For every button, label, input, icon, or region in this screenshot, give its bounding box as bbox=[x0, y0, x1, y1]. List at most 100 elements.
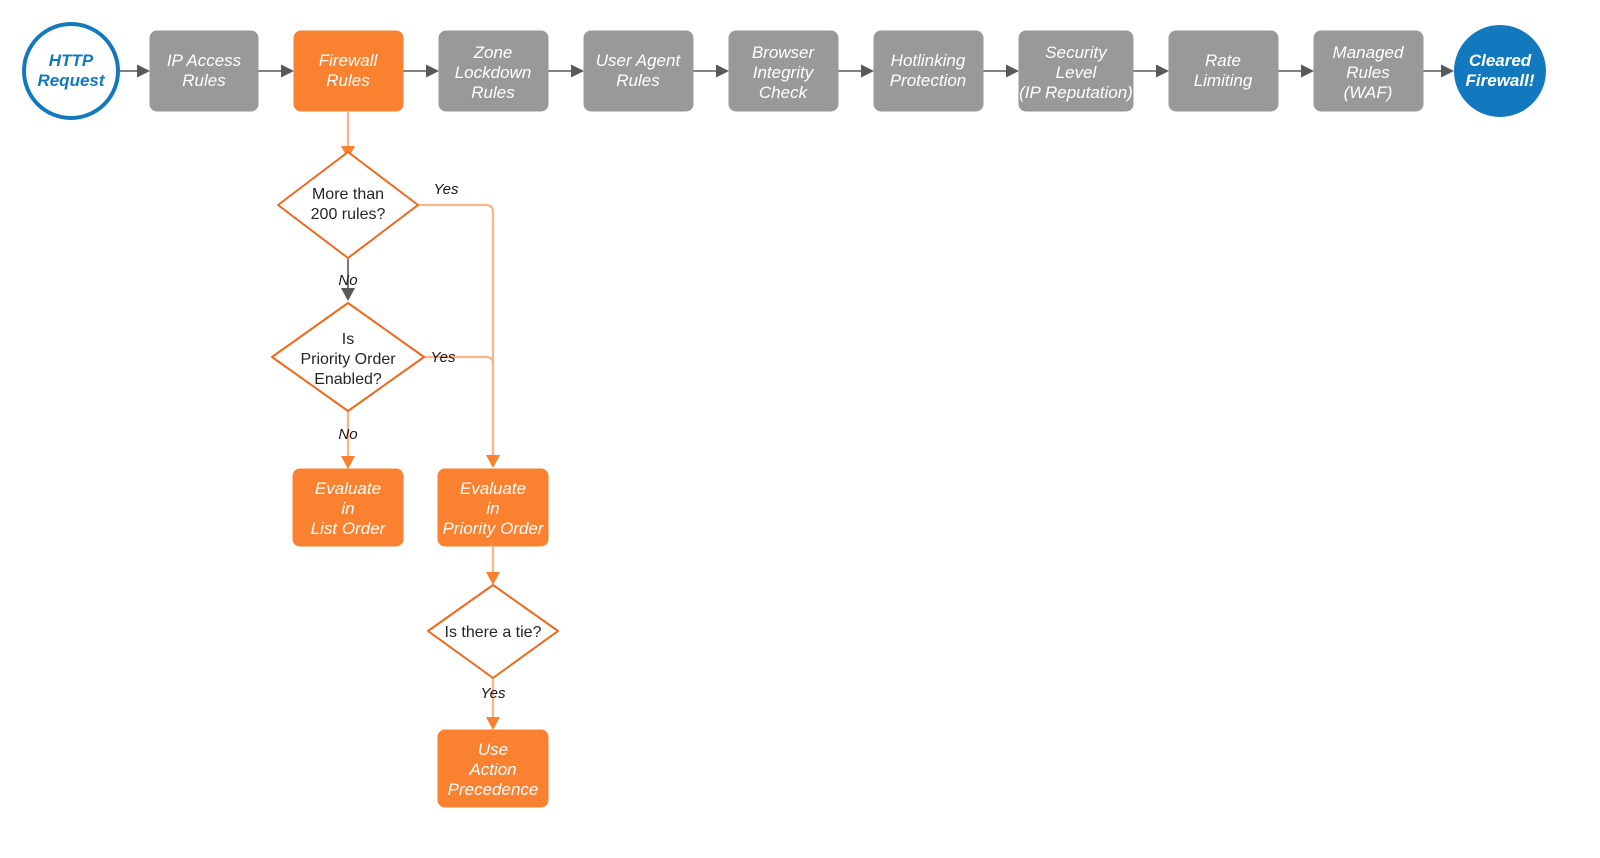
node-security-level[interactable]: Security Level (IP Reputation) bbox=[1018, 30, 1134, 112]
node-browser-integrity-check[interactable]: Browser Integrity Check bbox=[728, 30, 839, 112]
use-action-precedence-label-line3: Precedence bbox=[448, 780, 539, 799]
firewall-rules-box bbox=[293, 30, 404, 112]
edge-label-tie-yes: Yes bbox=[480, 685, 506, 702]
managed-rules-waf-label-line3: (WAF) bbox=[1344, 83, 1393, 102]
more-than-200-rules-label-line2: 200 rules? bbox=[311, 206, 386, 223]
connector-tie-yes bbox=[486, 678, 500, 730]
http-request-circle bbox=[22, 22, 120, 120]
node-evaluate-in-list-order[interactable]: Evaluate in List Order bbox=[292, 468, 404, 547]
node-evaluate-in-priority-order[interactable]: Evaluate in Priority Order bbox=[437, 468, 549, 547]
hotlinking-protection-label-line1: Hotlinking bbox=[891, 51, 966, 70]
node-decision-more-than-200-rules[interactable]: More than 200 rules? bbox=[277, 151, 419, 259]
evaluate-in-list-order-label-line3: List Order bbox=[311, 519, 387, 538]
hotlinking-protection-box bbox=[873, 30, 984, 112]
evaluate-in-list-order-box bbox=[292, 468, 404, 547]
node-zone-lockdown-rules[interactable]: Zone Lockdown Rules bbox=[438, 30, 549, 112]
rate-limiting-label-line2: Limiting bbox=[1194, 71, 1253, 90]
pipeline-connectors bbox=[120, 64, 1454, 78]
node-decision-is-there-a-tie[interactable]: Is there a tie? bbox=[427, 584, 559, 679]
edge-label-more-than-200-yes: Yes bbox=[433, 181, 459, 198]
connector-firewall-to-zone-lockdown bbox=[403, 64, 439, 78]
http-request-label-line1: HTTP bbox=[49, 51, 94, 70]
edge-label-priority-order-yes: Yes bbox=[430, 349, 456, 366]
node-managed-rules-waf[interactable]: Managed Rules (WAF) bbox=[1313, 30, 1424, 112]
node-hotlinking-protection[interactable]: Hotlinking Protection bbox=[873, 30, 984, 112]
evaluate-in-priority-order-label-line3: Priority Order bbox=[442, 519, 544, 538]
managed-rules-waf-label-line2: Rules bbox=[1346, 63, 1390, 82]
node-http-request[interactable]: HTTP Request bbox=[22, 22, 120, 120]
zone-lockdown-rules-label-line2: Lockdown bbox=[455, 63, 532, 82]
http-request-label-line2: Request bbox=[37, 71, 105, 90]
zone-lockdown-rules-label-line3: Rules bbox=[471, 83, 515, 102]
connector-security-level-to-rate-limiting bbox=[1133, 64, 1169, 78]
edge-labels: Yes No Yes No Yes bbox=[338, 181, 506, 702]
managed-rules-waf-label-line1: Managed bbox=[1333, 43, 1404, 62]
rate-limiting-label-line1: Rate bbox=[1205, 51, 1241, 70]
browser-integrity-check-label-line3: Check bbox=[759, 83, 809, 102]
node-user-agent-rules[interactable]: User Agent Rules bbox=[583, 30, 694, 112]
managed-rules-waf-box bbox=[1313, 30, 1424, 112]
firewall-rules-label-line2: Rules bbox=[326, 71, 370, 90]
connector-hotlinking-to-security-level bbox=[983, 64, 1019, 78]
rate-limiting-box bbox=[1168, 30, 1279, 112]
user-agent-rules-box bbox=[583, 30, 694, 112]
security-level-label-line1: Security bbox=[1045, 43, 1108, 62]
zone-lockdown-rules-label-line1: Zone bbox=[473, 43, 513, 62]
browser-integrity-check-label-line2: Integrity bbox=[753, 63, 815, 82]
cleared-firewall-label-line1: Cleared bbox=[1469, 51, 1532, 70]
connector-priority-order-to-tie bbox=[486, 547, 500, 585]
user-agent-rules-label-line1: User Agent bbox=[596, 51, 682, 70]
browser-integrity-check-label-line1: Browser bbox=[752, 43, 816, 62]
ip-access-rules-label-line2: Rules bbox=[182, 71, 226, 90]
evaluate-in-list-order-label-line1: Evaluate bbox=[315, 479, 381, 498]
security-level-label-line3: (IP Reputation) bbox=[1019, 83, 1133, 102]
use-action-precedence-label-line2: Action bbox=[468, 760, 516, 779]
evaluate-in-priority-order-label-line1: Evaluate bbox=[460, 479, 526, 498]
zone-lockdown-rules-box bbox=[438, 30, 549, 112]
security-level-box bbox=[1018, 30, 1134, 112]
is-there-a-tie-diamond bbox=[427, 584, 559, 679]
use-action-precedence-box bbox=[437, 729, 549, 808]
browser-integrity-check-box bbox=[728, 30, 839, 112]
connector-ip-access-to-firewall bbox=[258, 64, 294, 78]
ip-access-rules-box bbox=[149, 30, 259, 112]
node-decision-is-priority-order-enabled[interactable]: Is Priority Order Enabled? bbox=[271, 302, 425, 412]
connector-more-than-200-no bbox=[341, 259, 355, 301]
evaluate-in-priority-order-box bbox=[437, 468, 549, 547]
is-priority-order-enabled-label-line1: Is bbox=[342, 331, 354, 348]
connector-priority-order-enabled-yes bbox=[424, 355, 495, 455]
is-priority-order-enabled-diamond bbox=[271, 302, 425, 412]
is-priority-order-enabled-label-line3: Enabled? bbox=[314, 371, 382, 388]
is-there-a-tie-label-line1: Is there a tie? bbox=[445, 624, 542, 641]
more-than-200-rules-label-line1: More than bbox=[312, 186, 384, 203]
connector-user-agent-to-browser-integrity bbox=[693, 64, 729, 78]
connector-rate-limiting-to-managed-rules bbox=[1278, 64, 1314, 78]
node-use-action-precedence[interactable]: Use Action Precedence bbox=[437, 729, 549, 808]
decision-connectors bbox=[341, 112, 500, 730]
node-rate-limiting[interactable]: Rate Limiting bbox=[1168, 30, 1279, 112]
edge-label-more-than-200-no: No bbox=[338, 272, 357, 289]
cleared-firewall-circle bbox=[1454, 25, 1546, 117]
ip-access-rules-label-line1: IP Access bbox=[167, 51, 242, 70]
edge-label-priority-order-no: No bbox=[338, 426, 357, 443]
security-level-label-line2: Level bbox=[1056, 63, 1098, 82]
connector-managed-rules-to-end bbox=[1423, 64, 1454, 78]
cleared-firewall-label-line2: Firewall! bbox=[1466, 71, 1535, 90]
connector-priority-order-enabled-no bbox=[341, 411, 355, 469]
node-firewall-rules[interactable]: Firewall Rules bbox=[293, 30, 404, 112]
node-cleared-firewall[interactable]: Cleared Firewall! bbox=[1454, 25, 1546, 117]
evaluate-in-list-order-label-line2: in bbox=[341, 499, 354, 518]
use-action-precedence-label-line1: Use bbox=[478, 740, 508, 759]
user-agent-rules-label-line2: Rules bbox=[616, 71, 660, 90]
is-priority-order-enabled-label-line2: Priority Order bbox=[300, 351, 396, 368]
connector-zone-lockdown-to-user-agent bbox=[548, 64, 584, 78]
connector-more-than-200-yes bbox=[418, 203, 500, 468]
node-ip-access-rules[interactable]: IP Access Rules bbox=[149, 30, 259, 112]
firewall-rules-label-line1: Firewall bbox=[319, 51, 379, 70]
hotlinking-protection-label-line2: Protection bbox=[890, 71, 967, 90]
evaluate-in-priority-order-label-line2: in bbox=[486, 499, 499, 518]
connector-browser-integrity-to-hotlinking bbox=[838, 64, 874, 78]
more-than-200-rules-diamond bbox=[277, 151, 419, 259]
